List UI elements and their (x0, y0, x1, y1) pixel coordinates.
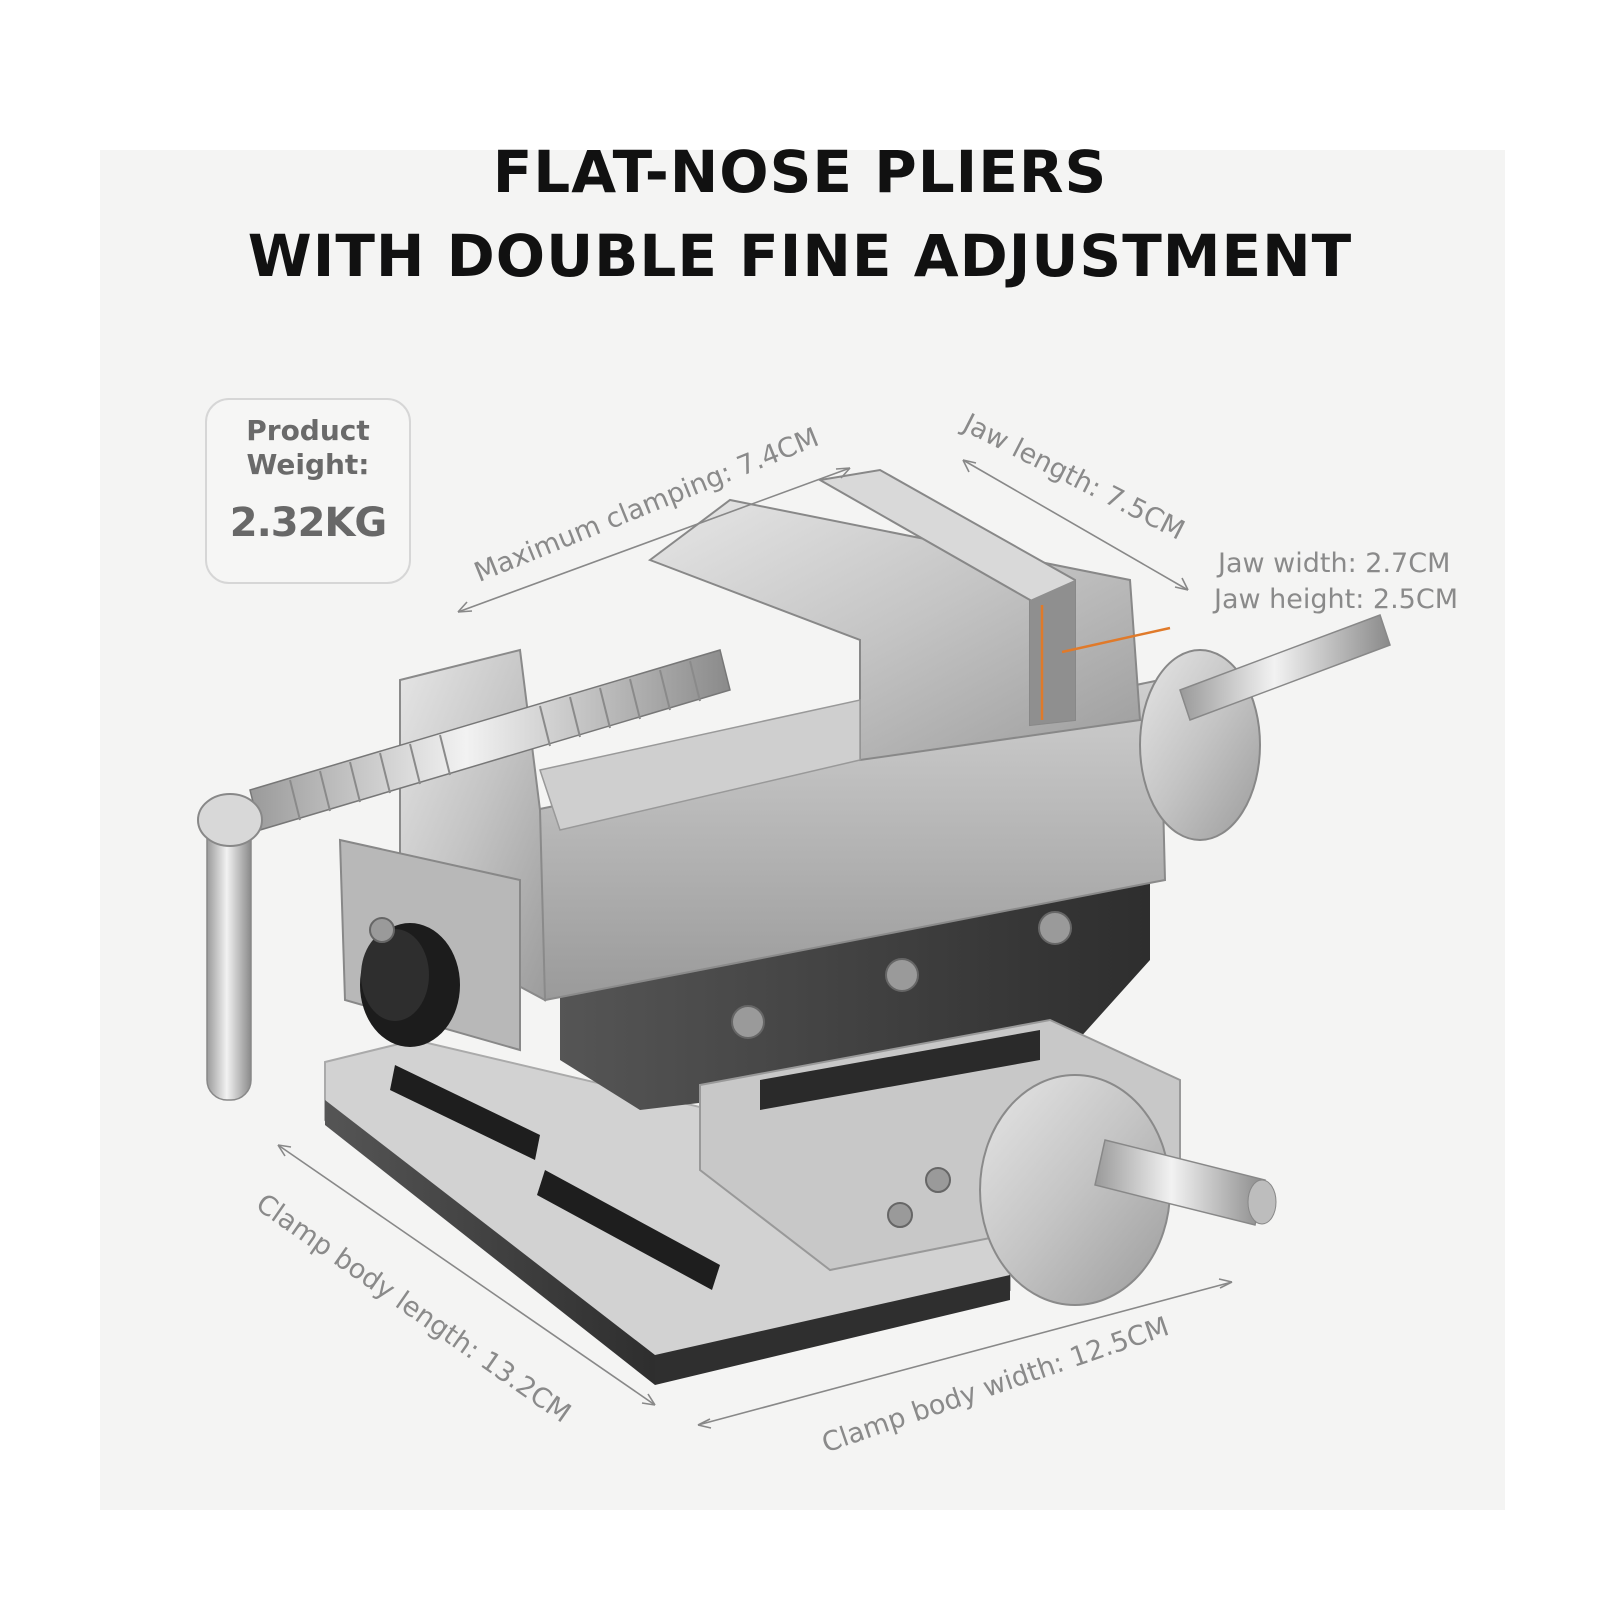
vise-base-plate (324, 1038, 1011, 1385)
jaw-accent-arrows (1040, 605, 1171, 720)
dimension-jaw-height: Jaw height: 2.5CM (1214, 584, 1459, 615)
weight-label-line-1: Product (246, 414, 370, 447)
left-handle (197, 793, 263, 1101)
front-handwheel (979, 1074, 1277, 1306)
bolts (369, 911, 1072, 1228)
lock-knob (360, 923, 460, 1047)
dimension-arrows (277, 459, 1233, 1429)
page-title-line-1: FLAT-NOSE PLIERS (492, 138, 1108, 206)
right-handwheel (1139, 614, 1391, 841)
weight-value: 2.32KG (229, 500, 388, 546)
dimension-jaw-width: Jaw width: 2.7CM (1218, 548, 1451, 579)
weight-card: Product Weight: 2.32KG (205, 398, 411, 584)
page-title-line-2: WITH DOUBLE FINE ADJUSTMENT (247, 222, 1353, 290)
weight-label-line-2: Weight: (246, 448, 370, 481)
